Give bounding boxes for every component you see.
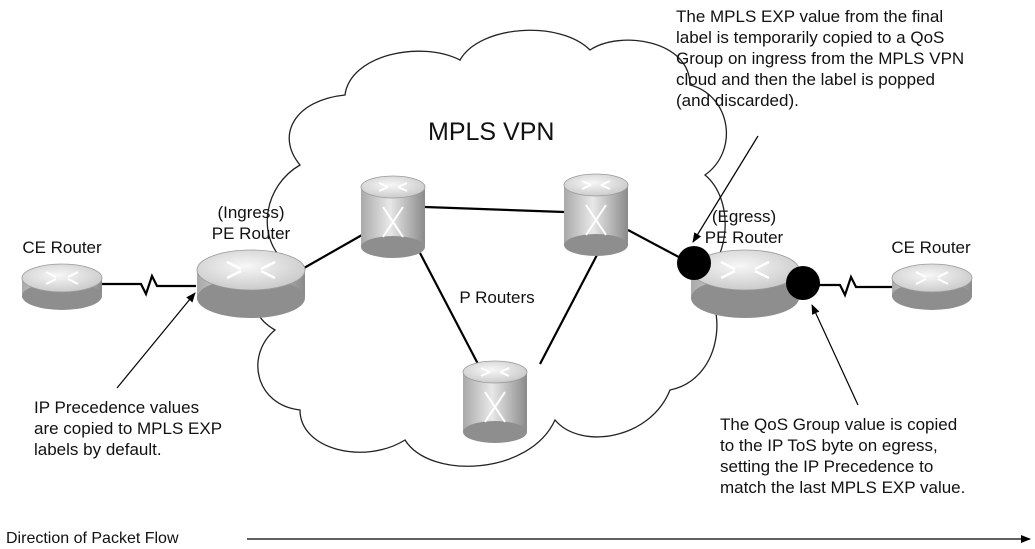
pe-egress-label: (Egress) PE Router bbox=[704, 207, 784, 247]
p-router-1 bbox=[360, 175, 426, 258]
egress-ingress-interface-marker bbox=[677, 246, 711, 280]
egress-in-note-arrow bbox=[692, 135, 759, 243]
ingress-note: IP Precedence values are copied to MPLS … bbox=[34, 398, 223, 459]
ce-router-right bbox=[891, 263, 973, 310]
link-p1-p2 bbox=[424, 205, 565, 214]
ce-router-left bbox=[21, 263, 103, 310]
serial-link-right bbox=[800, 274, 895, 298]
cloud-label: MPLS VPN bbox=[428, 118, 555, 146]
p-router-2 bbox=[563, 173, 629, 256]
egress-out-note: The QoS Group value is copied to the IP … bbox=[720, 415, 966, 497]
link-pe-ingress-p1 bbox=[303, 234, 363, 269]
ingress-note-arrow bbox=[116, 292, 196, 389]
egress-egress-interface-marker bbox=[786, 266, 820, 300]
link-p2-p3 bbox=[539, 252, 599, 365]
pe-router-ingress bbox=[196, 249, 306, 318]
ce-router-right-label: CE Router bbox=[891, 238, 971, 257]
pe-router-egress bbox=[690, 249, 800, 318]
ce-router-left-label: CE Router bbox=[22, 238, 102, 257]
egress-in-note: The MPLS EXP value from the final label … bbox=[676, 7, 965, 110]
p-router-3 bbox=[462, 360, 528, 443]
mpls-vpn-cloud bbox=[252, 29, 728, 467]
packet-flow-label: Direction of Packet Flow bbox=[6, 528, 185, 549]
serial-link-left bbox=[102, 273, 196, 297]
p-routers-label: P Routers bbox=[459, 288, 535, 307]
link-p1-p3 bbox=[419, 252, 479, 365]
pe-ingress-label: (Ingress) PE Router bbox=[211, 203, 291, 243]
egress-out-note-arrow bbox=[811, 304, 859, 406]
